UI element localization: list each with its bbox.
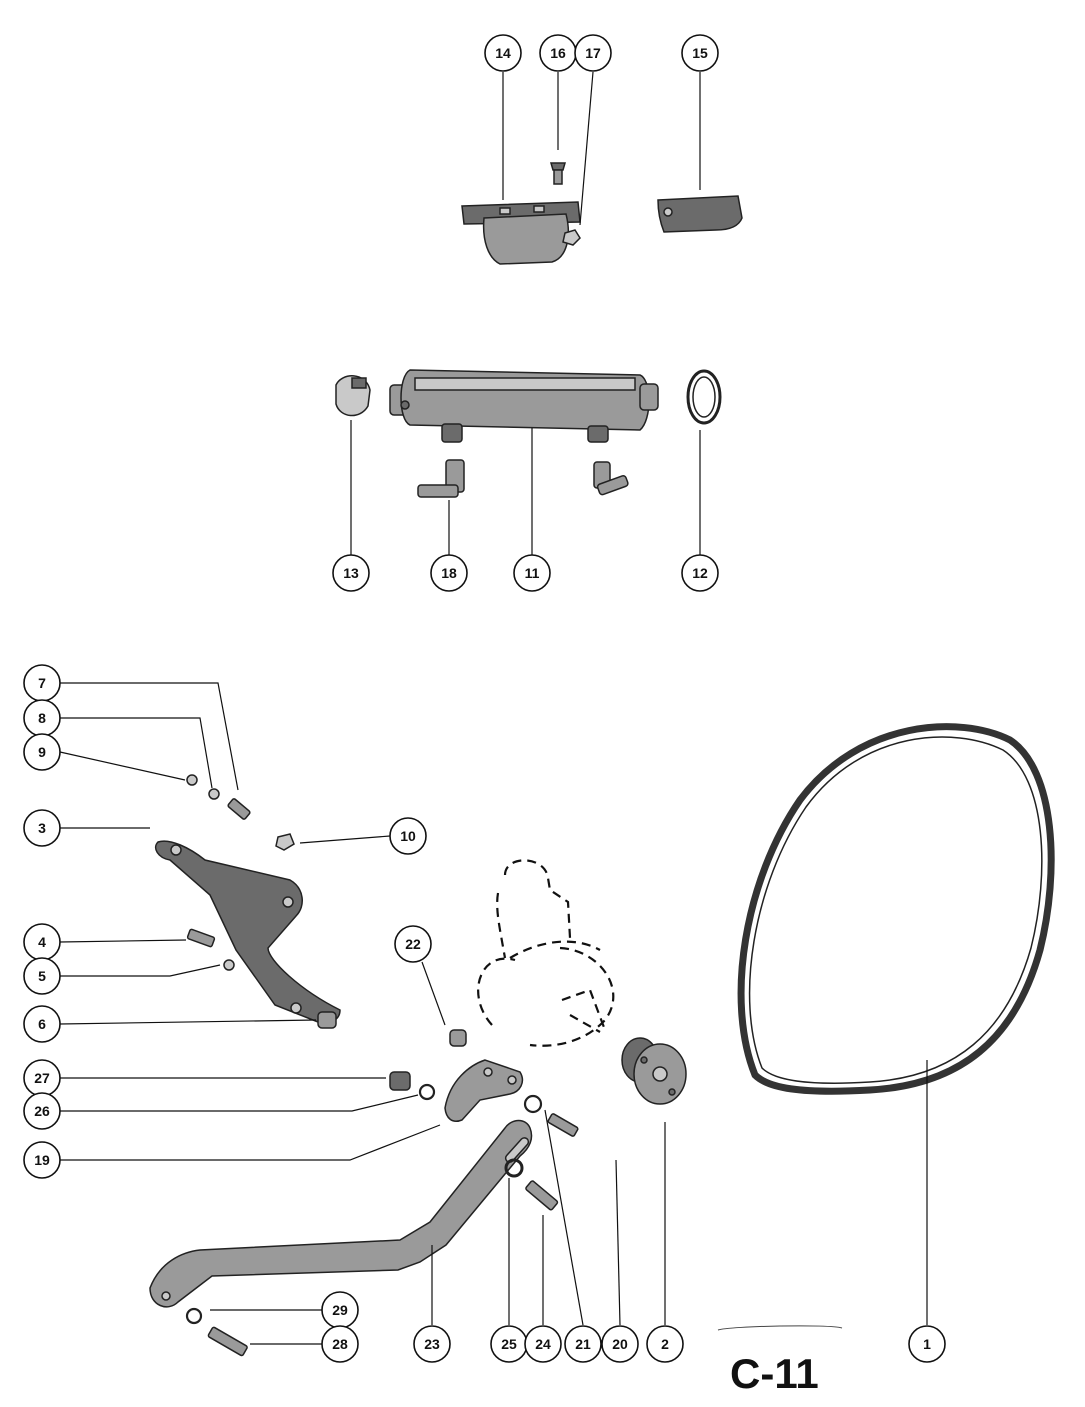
callout-6: 6 <box>23 1005 61 1043</box>
callout-25: 25 <box>490 1325 528 1363</box>
elbow-fitting-part-18 <box>417 459 465 498</box>
svg-text:25: 25 <box>501 1336 517 1352</box>
callout-23: 23 <box>413 1325 451 1363</box>
support-bracket-part-3 <box>154 840 341 1024</box>
callout-27: 27 <box>23 1059 61 1097</box>
callout-14: 14 <box>484 34 522 72</box>
callout-5: 5 <box>23 957 61 995</box>
callout-10: 10 <box>389 817 427 855</box>
heat-exchanger-part-11 <box>389 369 659 443</box>
svg-text:22: 22 <box>405 936 421 952</box>
lockwasher-part-8 <box>208 788 220 800</box>
callout-7: 7 <box>23 664 61 702</box>
svg-text:11: 11 <box>525 565 540 581</box>
mounting-bracket-part-14 <box>461 201 581 265</box>
svg-text:2: 2 <box>661 1336 669 1352</box>
svg-text:17: 17 <box>585 45 601 61</box>
screw-part-16 <box>550 162 566 185</box>
drive-belt-part-1 <box>737 723 1055 1095</box>
bolt-part-20 <box>547 1113 579 1137</box>
svg-text:7: 7 <box>38 675 46 691</box>
svg-text:28: 28 <box>332 1336 348 1352</box>
bolt-part-24 <box>525 1180 559 1211</box>
svg-text:3: 3 <box>38 820 46 836</box>
washer-part-29 <box>185 1307 203 1325</box>
svg-text:21: 21 <box>575 1336 591 1352</box>
callout-12: 12 <box>681 554 719 592</box>
hose-clamp-part-12 <box>686 369 722 425</box>
brace-part-19 <box>444 1059 524 1122</box>
callout-20: 20 <box>601 1325 639 1363</box>
callout-3: 3 <box>23 809 61 847</box>
svg-text:16: 16 <box>550 45 566 61</box>
callout-11: 11 <box>513 554 551 592</box>
washer-part-5 <box>223 959 235 971</box>
washer-part-26 <box>418 1083 436 1101</box>
callout-26: 26 <box>23 1092 61 1130</box>
nut-part-10 <box>275 833 295 851</box>
page-code-bracket <box>717 1325 843 1331</box>
phantom-alternator-outline <box>477 859 615 1047</box>
svg-text:10: 10 <box>400 828 416 844</box>
svg-text:15: 15 <box>692 45 708 61</box>
svg-text:13: 13 <box>343 565 359 581</box>
page-code: C-11 <box>730 1350 819 1397</box>
svg-text:23: 23 <box>424 1336 440 1352</box>
svg-text:29: 29 <box>332 1302 348 1318</box>
callout-1: 1 <box>908 1325 946 1363</box>
adjusting-arm-part-23 <box>149 1119 533 1308</box>
svg-text:27: 27 <box>34 1070 50 1086</box>
callout-9: 9 <box>23 733 61 771</box>
leader-lines <box>59 71 928 1345</box>
callout-19: 19 <box>23 1141 61 1179</box>
svg-text:9: 9 <box>38 744 46 760</box>
callout-16: 16 <box>539 34 577 72</box>
callout-17: 17 <box>574 34 612 72</box>
bolt-part-7 <box>227 798 251 820</box>
hose-clamp-part-13 <box>335 375 371 417</box>
pulley-part-2 <box>621 1037 687 1105</box>
callout-21: 21 <box>564 1325 602 1363</box>
spacer-part-22 <box>449 1029 467 1047</box>
svg-text:19: 19 <box>34 1152 50 1168</box>
washer-part-25 <box>504 1158 524 1178</box>
callout-18: 18 <box>430 554 468 592</box>
elbow-fitting-part-18b <box>593 461 629 496</box>
svg-text:8: 8 <box>38 710 46 726</box>
svg-text:4: 4 <box>38 934 46 950</box>
callout-24: 24 <box>524 1325 562 1363</box>
callout-22: 22 <box>394 925 432 963</box>
svg-text:14: 14 <box>495 45 511 61</box>
nut-part-17 <box>562 229 581 246</box>
svg-text:20: 20 <box>612 1336 628 1352</box>
washer-part-9 <box>186 774 198 786</box>
washer-part-21 <box>523 1094 543 1114</box>
callout-15: 15 <box>681 34 719 72</box>
svg-text:12: 12 <box>692 565 708 581</box>
bolt-part-28 <box>207 1326 248 1357</box>
callout-4: 4 <box>23 923 61 961</box>
svg-text:18: 18 <box>441 565 457 581</box>
spacer-part-27 <box>389 1071 411 1091</box>
callout-13: 13 <box>332 554 370 592</box>
clamp-part-15 <box>657 195 743 233</box>
callout-8: 8 <box>23 699 61 737</box>
svg-text:5: 5 <box>38 968 46 984</box>
svg-text:6: 6 <box>38 1016 46 1032</box>
svg-text:1: 1 <box>923 1336 931 1352</box>
spacer-part-6 <box>317 1011 337 1029</box>
callout-2: 2 <box>646 1325 684 1363</box>
callout-28: 28 <box>321 1325 359 1363</box>
svg-text:24: 24 <box>535 1336 551 1352</box>
svg-text:26: 26 <box>34 1103 50 1119</box>
callout-29: 29 <box>321 1291 359 1329</box>
bolt-part-4 <box>186 928 216 948</box>
